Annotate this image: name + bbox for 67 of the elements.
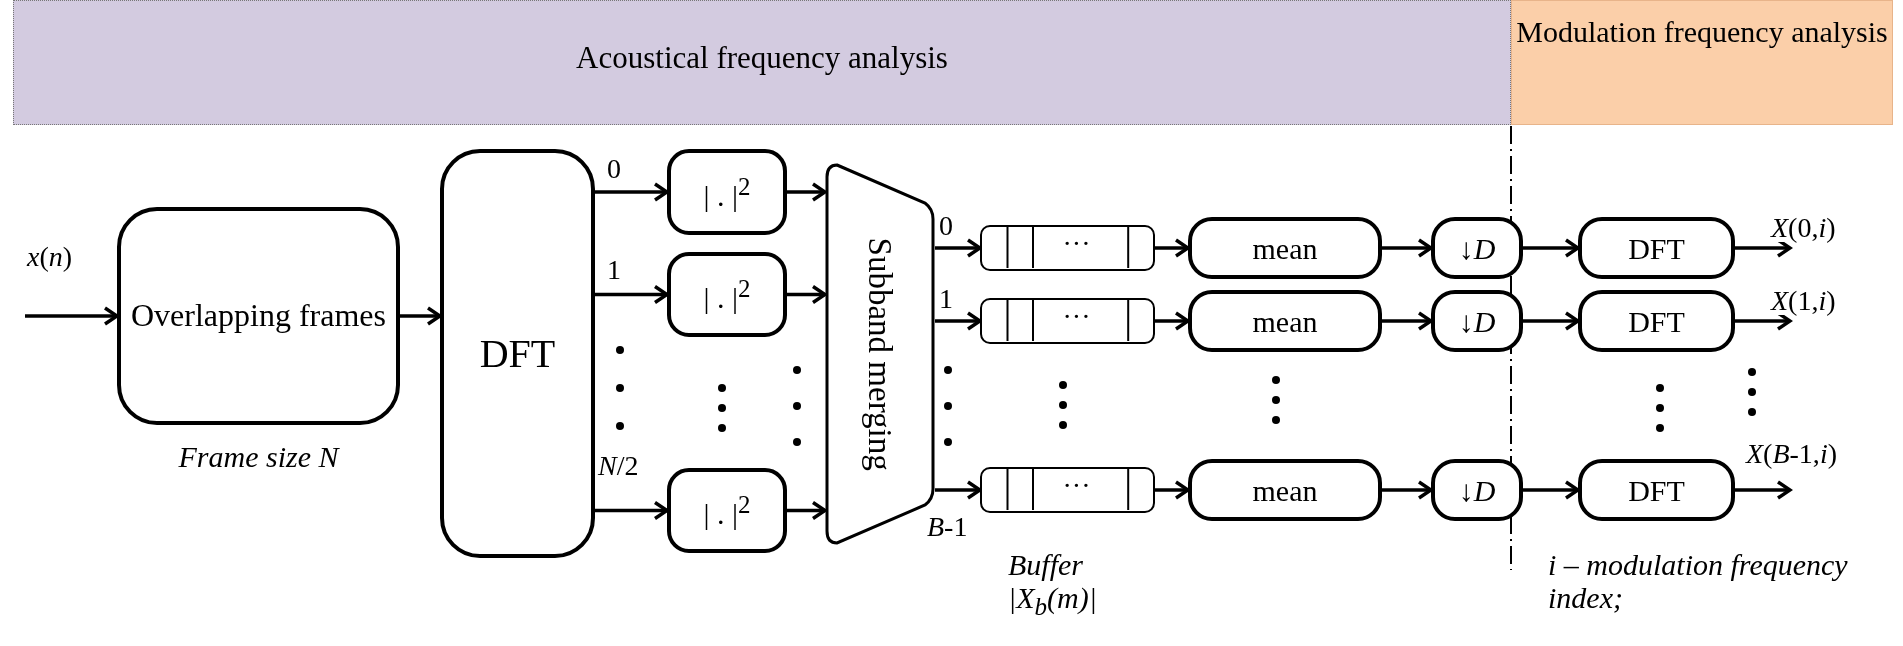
edge-label: X(1,i): [1770, 287, 1837, 315]
arrow: [1382, 480, 1433, 500]
node-label: ↓D: [1458, 231, 1496, 265]
node-label: | . |$^{2}$: [703, 275, 751, 314]
arrow: [787, 284, 827, 305]
node-label: Subband merging: [861, 237, 899, 471]
node-label: mean: [1252, 231, 1318, 265]
section-band: [13, 0, 1511, 125]
node-label: ↓D: [1458, 304, 1496, 338]
arrow: [1155, 311, 1190, 331]
buffer-register: [980, 298, 1155, 344]
process-box: [667, 149, 787, 235]
arrow: [1155, 480, 1190, 500]
node-label: DFT: [1628, 231, 1685, 265]
process-box: [440, 149, 595, 558]
process-box: [1431, 217, 1523, 279]
arrow: [595, 284, 669, 305]
process-box: [667, 468, 787, 553]
process-box: [667, 252, 787, 337]
arrow: [1735, 480, 1792, 500]
process-box: [117, 207, 400, 425]
node-label: mean: [1252, 473, 1318, 507]
process-box: [1578, 290, 1735, 352]
node-label: ···: [1062, 301, 1091, 333]
node-label: DFT: [1628, 473, 1685, 507]
process-box: [1431, 290, 1523, 352]
arrow: [1523, 480, 1580, 500]
arrow: [935, 311, 982, 331]
arrow: [1382, 238, 1433, 258]
node-label: Overlapping frames: [131, 298, 386, 334]
node-label: DFT: [479, 331, 556, 376]
arrow: [1523, 238, 1580, 258]
arrow: [1523, 311, 1580, 331]
edge-label: X(0,i): [1770, 214, 1837, 242]
section-title: Acoustical frequency analysis: [576, 41, 948, 76]
section-band: [1511, 0, 1893, 125]
process-box: [1578, 217, 1735, 279]
arrow: [400, 306, 442, 326]
node-caption: Frame size N: [177, 440, 341, 473]
node-label: ···: [1062, 228, 1091, 260]
arrow: [787, 182, 827, 202]
arrow: [595, 182, 669, 202]
arrow: [595, 500, 669, 521]
annotation-text: Buffer |X$_{b}$(m)|: [1008, 548, 1098, 621]
process-box: [1188, 459, 1382, 521]
arrow: [935, 480, 982, 500]
process-box: [1578, 459, 1735, 521]
edge-label: x(n): [26, 243, 74, 271]
node-label: ···: [1062, 470, 1091, 502]
annotation-text: i – modulation frequency index;: [1548, 548, 1849, 614]
process-box: [1188, 290, 1382, 352]
arrow: [935, 238, 982, 258]
node-label: mean: [1252, 304, 1318, 338]
node-label: | . |$^{2}$: [703, 172, 751, 212]
node-label: DFT: [1628, 304, 1685, 338]
node-label: ↓D: [1458, 473, 1496, 507]
edge-label: X(B-1,i): [1745, 440, 1838, 468]
node-label: | . |$^{2}$: [703, 491, 751, 530]
arrow: [787, 500, 827, 521]
buffer-register: [980, 467, 1155, 513]
process-box: [1431, 459, 1523, 521]
arrow: [25, 306, 119, 326]
arrow: [1382, 311, 1433, 331]
arrow: [1155, 238, 1190, 258]
process-box: [1188, 217, 1382, 279]
section-title: Modulation frequency analysis: [1516, 15, 1888, 48]
buffer-register: [980, 225, 1155, 271]
